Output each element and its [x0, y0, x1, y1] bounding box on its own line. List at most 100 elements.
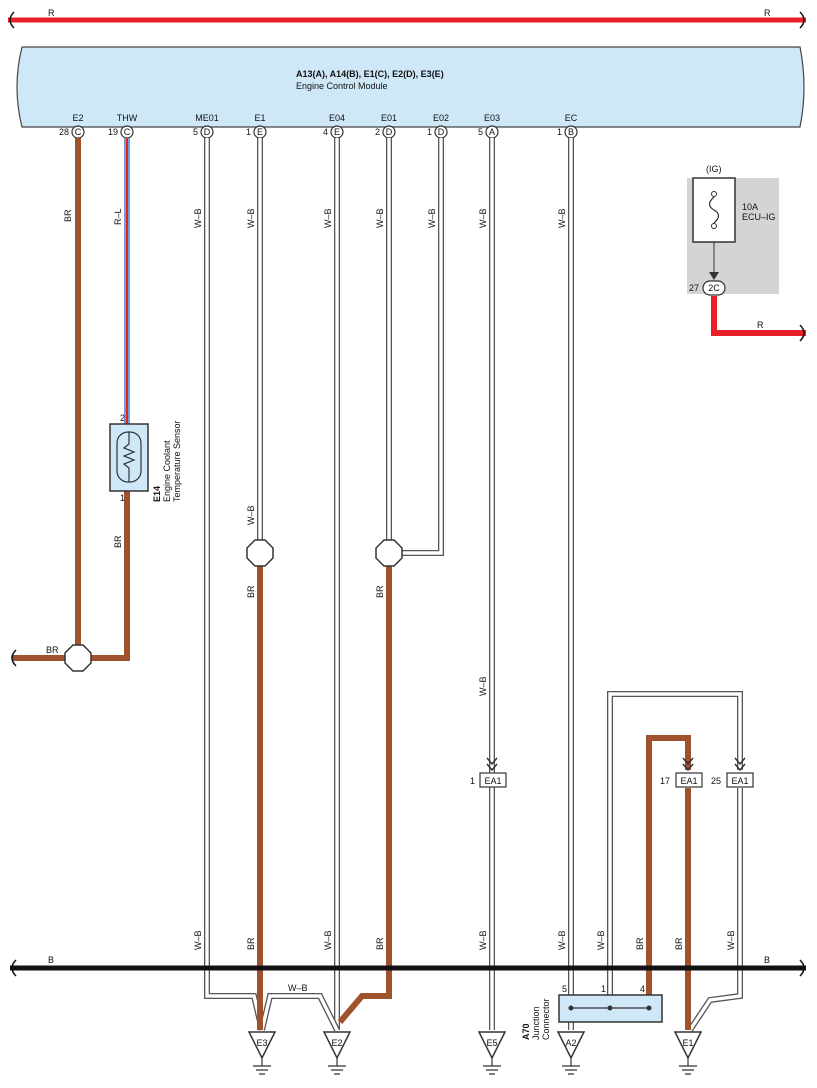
wire-label-wb: W–B: [478, 930, 488, 950]
ecm-pin-conn: D: [386, 127, 393, 137]
ecm-pin-name: E01: [381, 113, 397, 123]
ground-icon: [483, 1065, 501, 1075]
junction-pin: 4: [640, 984, 645, 994]
fuse-block: (IG) 10A ECU–IG 2C 27: [687, 164, 779, 296]
ea1-label: EA1: [484, 776, 501, 786]
ecm-pin-num: 19: [108, 127, 118, 137]
ground-label: E1: [682, 1038, 693, 1048]
left-br-label: BR: [46, 645, 59, 655]
ecm-pin-name: E02: [433, 113, 449, 123]
wire-label-br: BR: [246, 585, 256, 598]
ecm-pin-name: THW: [117, 113, 138, 123]
wire-label-wb: W–B: [323, 930, 333, 950]
ground-label: E5: [486, 1038, 497, 1048]
ea1-connector-25: EA1 25: [711, 757, 754, 788]
ea1-connectors: EA1 1 EA1 17 EA1 25: [470, 757, 754, 788]
ground-icon: [328, 1065, 346, 1075]
top-power-bus: R R: [8, 8, 806, 29]
wire-label-br: BR: [113, 535, 123, 548]
fuse-name: ECU–IG: [742, 212, 776, 222]
wire-label-wb: W–B: [193, 208, 203, 228]
ground-icon: [562, 1065, 580, 1075]
ecm-pin-num: 1: [246, 127, 251, 137]
sensor-name-line2: Temperature Sensor: [172, 420, 182, 502]
ecm-pin-name: EC: [565, 113, 578, 123]
ecm-pin-conn: C: [124, 127, 131, 137]
ground-e5: E5: [477, 1031, 507, 1075]
ecm-pin-num: 2: [375, 127, 380, 137]
splice-point-e1: [246, 539, 274, 567]
top-bus-label-right: R: [764, 8, 771, 18]
ground-e3: E3: [247, 1031, 277, 1075]
wire-sensor-br: [78, 491, 130, 661]
ecm-pin-num: 5: [193, 127, 198, 137]
wire-ea1-25-down-wb: [687, 788, 743, 1032]
ea1-num: 25: [711, 776, 721, 786]
junction-connector: 5 1 4 A70 Junction Connector: [521, 984, 663, 1040]
ecm-pin-conn: C: [75, 127, 82, 137]
ea1-arrow-icon: [486, 757, 498, 772]
wire-label-wb: W–B: [726, 930, 736, 950]
sensor-pin-top: 2: [120, 413, 125, 423]
fuse-arrow-icon: [709, 272, 719, 280]
wire-e3-e2-wb: [259, 993, 340, 1032]
wire-label-wb: W–B: [427, 208, 437, 228]
fuse-pin-connector: [702, 280, 726, 296]
ground-triangle-icon: [556, 1031, 586, 1060]
wire-label-br: BR: [674, 937, 684, 950]
ground-a2: A2: [556, 1031, 586, 1075]
ecm-pin-conn: D: [204, 127, 211, 137]
ecm-pin-num: 1: [427, 127, 432, 137]
wire-junction-ea1-25-wb: [607, 691, 743, 1008]
ea1-num: 1: [470, 776, 475, 786]
top-bus-label-left: R: [48, 8, 55, 18]
wires: [12, 138, 806, 1032]
fuse-icon: [708, 196, 720, 224]
ground-bus-label-right: B: [764, 955, 770, 965]
ecm-pin-name: ME01: [195, 113, 219, 123]
ea1-num: 17: [660, 776, 670, 786]
wire-label-wb: W–B: [375, 208, 385, 228]
ea1-arrow-icon: [682, 757, 694, 772]
ground-icon: [253, 1065, 271, 1075]
wire-e02-wb: [402, 138, 444, 556]
wire-label-wb: W–B: [246, 208, 256, 228]
junction-dot: [646, 1005, 652, 1011]
wire-label-wb: W–B: [557, 930, 567, 950]
wire-e01-br: [337, 566, 392, 1024]
ea1-arrow-icon: [734, 757, 746, 772]
ground-bus-right-break-icon: [799, 959, 805, 977]
sensor-pin-bottom: 1: [120, 493, 125, 503]
ecm-subtitle: Engine Control Module: [296, 81, 388, 91]
ecm-pin-name: E04: [329, 113, 345, 123]
ground-bus-label-left: B: [48, 955, 54, 965]
left-br-break-icon: [11, 649, 17, 667]
top-bus-left-break-icon: [9, 11, 15, 29]
ground-label: E2: [331, 1038, 342, 1048]
ecm-pin-conn: E: [334, 127, 340, 137]
wire-junction-br: [646, 735, 691, 1008]
ecm-pin-num: 5: [478, 127, 483, 137]
junction-pin: 1: [601, 984, 606, 994]
fuse-group-label: (IG): [706, 164, 722, 174]
ground-symbols: E3 E2 E5 A2 E1: [247, 1031, 703, 1075]
coolant-temp-sensor: 2 1 E14 Engine Coolant Temperature Senso…: [109, 413, 182, 503]
ground-bus: B B: [10, 955, 806, 977]
junction-id: A70: [521, 1023, 531, 1040]
wire-label-wb: W–B: [246, 505, 256, 525]
wire-label-rl: R–L: [113, 208, 123, 225]
wire-label-wb-horizontal: W–B: [288, 983, 308, 993]
fuse-pin-label: 2C: [708, 283, 720, 293]
wire-label-wb: W–B: [596, 930, 606, 950]
ground-bus-left-break-icon: [11, 959, 17, 977]
thermistor-icon: [122, 432, 136, 482]
wire-label-wb: W–B: [193, 930, 203, 950]
ground-triangle-icon: [247, 1031, 277, 1060]
fuse-rating: 10A: [742, 202, 758, 212]
wire-label-wb: W–B: [478, 208, 488, 228]
ea1-connector-17: EA1 17: [660, 757, 703, 788]
